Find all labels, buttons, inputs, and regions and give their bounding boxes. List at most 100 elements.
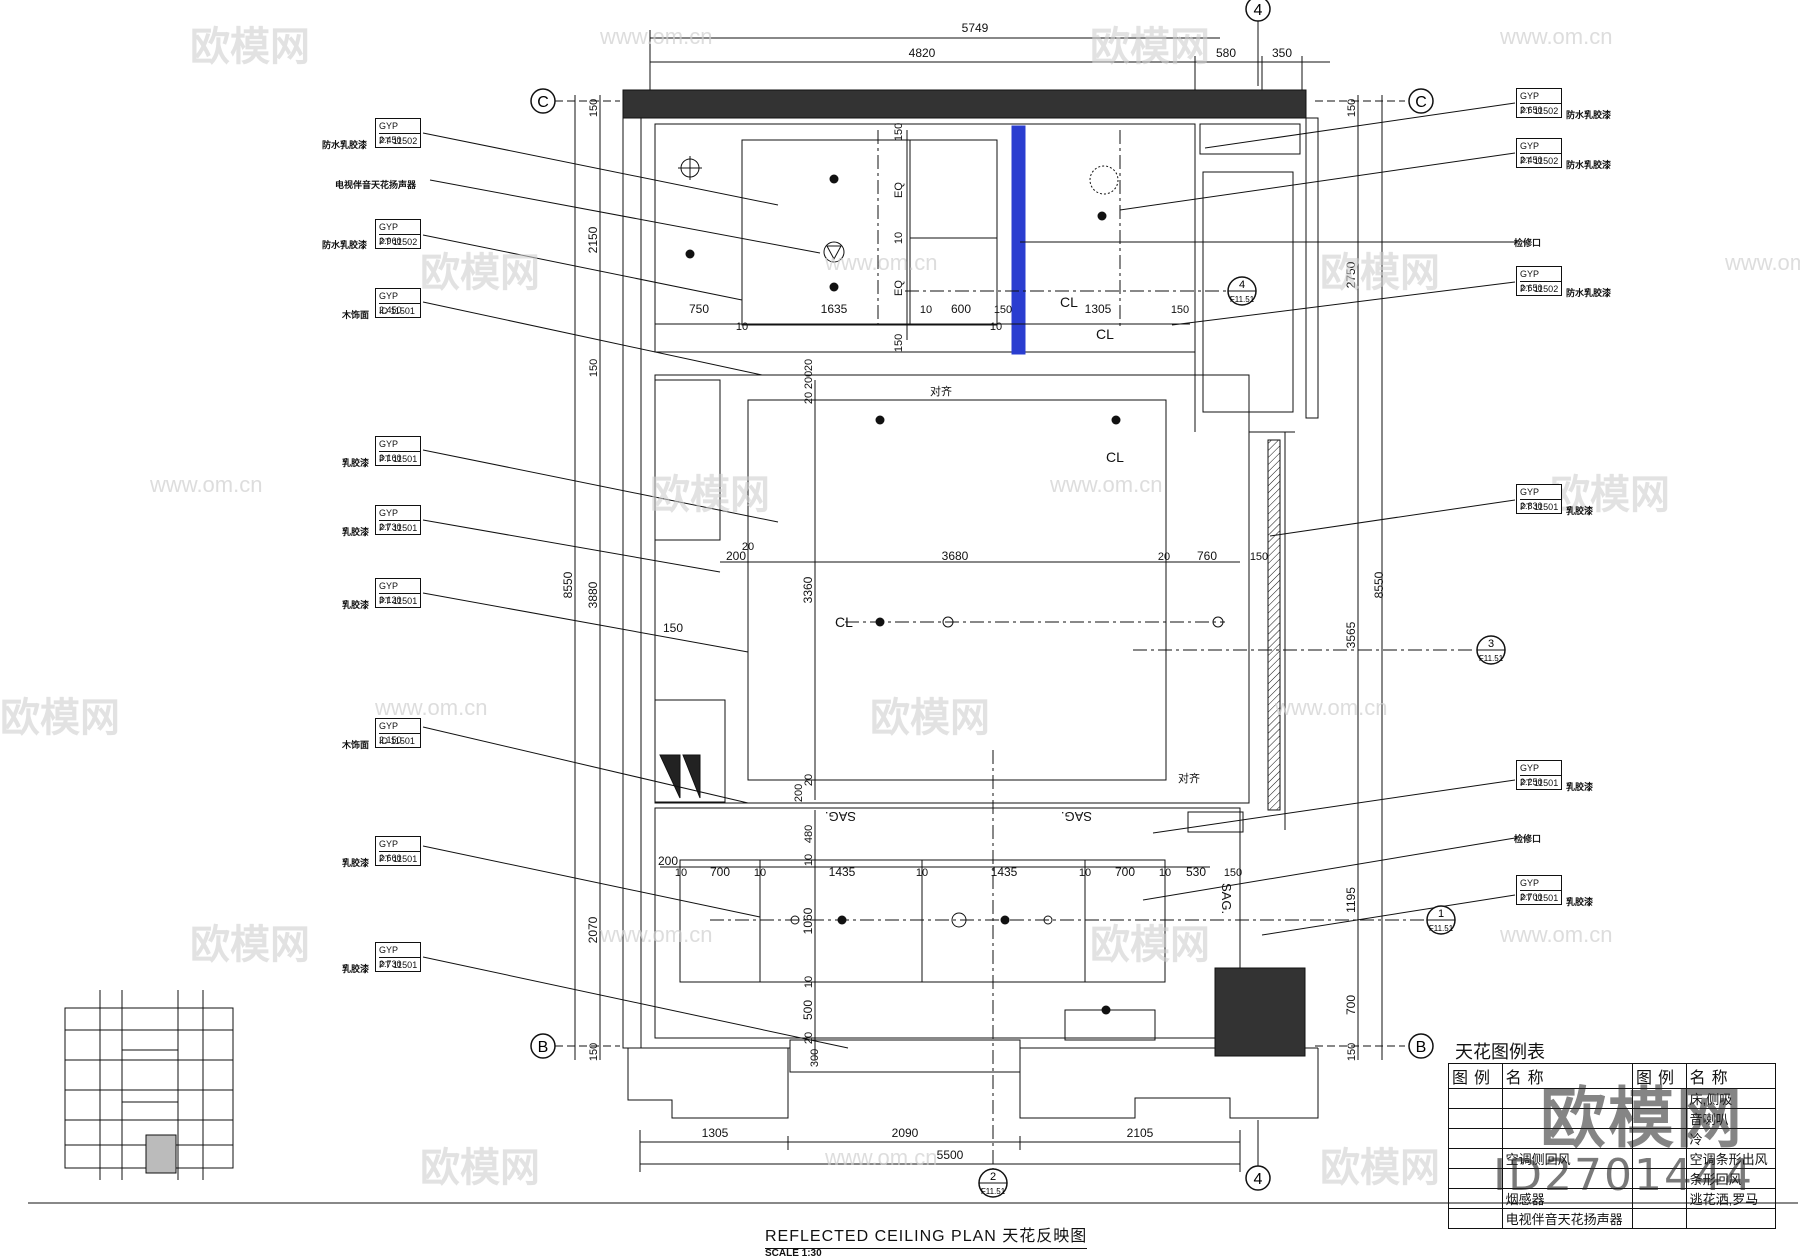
finish-note: 木饰面 bbox=[342, 740, 370, 750]
section-marker-ref: F11.51 bbox=[981, 1187, 1006, 1196]
dim-right-f: 150 bbox=[1346, 1043, 1358, 1061]
dim-inner: 750 bbox=[689, 302, 709, 316]
downlight bbox=[875, 415, 885, 425]
legend-cell bbox=[1631, 1208, 1687, 1229]
dim-inner: 150 bbox=[1171, 304, 1189, 316]
finish-code: PT 11501 bbox=[1520, 502, 1559, 512]
dim-inner: EQ bbox=[893, 182, 905, 198]
dim-inner: 530 bbox=[1186, 865, 1206, 879]
section-marker-num: 4 bbox=[1239, 279, 1245, 291]
dim-inner: 20 bbox=[1158, 551, 1170, 563]
dim-right-b: 2750 bbox=[1344, 261, 1358, 288]
dim-inner-side: 150 bbox=[663, 621, 683, 635]
finish-note: 木饰面 bbox=[342, 310, 370, 320]
dim-inner: 150 bbox=[1224, 867, 1242, 879]
finish-note: 防水乳胶漆 bbox=[1566, 160, 1612, 170]
watermark-url: www.om.cn bbox=[1500, 24, 1613, 49]
dim-right-a: 150 bbox=[1346, 99, 1358, 117]
dim-inner: 200 bbox=[803, 371, 815, 389]
legend-cell: 逃花洒,罗马 bbox=[1685, 1188, 1777, 1209]
dim-right-e: 700 bbox=[1344, 995, 1358, 1015]
plan-labels: CL CL CL CL SAG. SAG. SAG. 对齐 对齐 bbox=[825, 294, 1234, 914]
dim-inner: 1060 bbox=[801, 907, 815, 934]
dim-top-c: 350 bbox=[1272, 46, 1292, 60]
finish-code: PT 11502 bbox=[379, 136, 418, 146]
dim-inner: 300 bbox=[809, 1049, 821, 1067]
finish-note: 乳胶漆 bbox=[342, 600, 370, 610]
watermark-url: www.om.cn bbox=[1500, 922, 1613, 947]
dim-top-a: 4820 bbox=[909, 46, 936, 60]
downlight bbox=[1101, 1005, 1111, 1015]
dim-bottom-a: 1305 bbox=[702, 1126, 729, 1140]
grid-marker-right-top: C bbox=[1415, 94, 1427, 111]
dim-inner: 10 bbox=[803, 854, 815, 866]
dimensions: 5749 4820 580 350 1305 2090 2105 5500 85… bbox=[561, 21, 1386, 1162]
grid-marker-right-bottom: B bbox=[1416, 1039, 1427, 1056]
dim-bottom-c: 2105 bbox=[1127, 1126, 1154, 1140]
finish-code: PT 11501 bbox=[1520, 778, 1559, 788]
dim-inner: 1435 bbox=[991, 865, 1018, 879]
watermark-brand: 欧模网 bbox=[190, 24, 310, 70]
downlight bbox=[837, 915, 847, 925]
light-fixtures bbox=[685, 174, 1121, 1015]
legend-cell: 空调条形出风 bbox=[1685, 1148, 1777, 1169]
sag-label: SAG. bbox=[1061, 809, 1092, 824]
legend-header: 名称 bbox=[1501, 1063, 1633, 1089]
finish-code: ID 11501 bbox=[379, 736, 415, 746]
watermark-brand: 欧模网 bbox=[650, 472, 770, 518]
dim-left-c: 150 bbox=[588, 359, 600, 377]
ceiling-height: GYP 2.450 bbox=[1520, 139, 1561, 165]
finish-code: PT 11501 bbox=[1520, 893, 1559, 903]
watermark-url: www.om.cn bbox=[375, 695, 488, 720]
ceiling-height: GYP 2.250 bbox=[1520, 761, 1561, 787]
watermark-url: www.om.cn bbox=[600, 922, 713, 947]
dim-inner: 3360 bbox=[801, 576, 815, 603]
ceiling-height: GYP 2.150 bbox=[379, 719, 420, 745]
downlight bbox=[829, 174, 839, 184]
centerline-label: CL bbox=[1060, 294, 1078, 310]
sprinkler-icon bbox=[942, 616, 954, 628]
sprinkler-icon bbox=[1212, 616, 1224, 628]
dim-inner: 10 bbox=[754, 867, 766, 879]
dim-inner: 20 bbox=[803, 1032, 815, 1044]
finish-note: 乳胶漆 bbox=[1566, 506, 1594, 516]
legend-header: 名称 bbox=[1685, 1063, 1777, 1089]
dim-right-d: 1195 bbox=[1344, 887, 1358, 913]
legend-cell: 空调侧回风 bbox=[1501, 1148, 1633, 1169]
ceiling-height: GYP 2.700 bbox=[1520, 876, 1561, 902]
align-label: 对齐 bbox=[930, 384, 952, 398]
dim-inner: 700 bbox=[710, 865, 730, 879]
asset-id: ID2701444 bbox=[1493, 1150, 1754, 1201]
finish-note: 防水乳胶漆 bbox=[1566, 288, 1612, 298]
ceiling-height: GYP 2.730 bbox=[379, 506, 420, 532]
section-marker-num: 1 bbox=[1438, 908, 1444, 920]
smoke-detector-icon bbox=[951, 912, 967, 928]
dim-inner: 500 bbox=[801, 1000, 815, 1020]
watermark-brand: 欧模网 bbox=[190, 922, 310, 968]
legend-header-row: 图例 名称 图例 名称 bbox=[1448, 1063, 1777, 1089]
watermark-url: www.om.cn bbox=[1725, 250, 1800, 275]
dim-inner: 10 bbox=[916, 867, 928, 879]
plan-title: REFLECTED CEILING PLAN 天花反映图 bbox=[765, 1222, 1088, 1249]
rain-shower-icon bbox=[1089, 165, 1119, 195]
watermark-logo: 欧模网 bbox=[1540, 1080, 1744, 1157]
dim-inner: 10 bbox=[675, 867, 687, 879]
dim-inner: 20 bbox=[803, 392, 815, 404]
finish-note: 防水乳胶漆 bbox=[322, 240, 368, 250]
watermark-brand: 欧模网 bbox=[1090, 922, 1210, 968]
dim-inner: 150 bbox=[1250, 551, 1268, 563]
dim-left-e: 2070 bbox=[586, 916, 600, 943]
grid-marker-bottom: 4 bbox=[1254, 1171, 1263, 1188]
dim-left-overall: 8550 bbox=[561, 571, 575, 598]
dim-left-f: 150 bbox=[588, 1043, 600, 1061]
speaker-icon bbox=[823, 241, 845, 263]
legend-cell: 电视伴音天花扬声器 bbox=[1501, 1208, 1633, 1229]
section-marker-ref: F11.51 bbox=[1479, 654, 1504, 663]
watermark-brand: 欧模网 bbox=[1320, 1145, 1440, 1191]
